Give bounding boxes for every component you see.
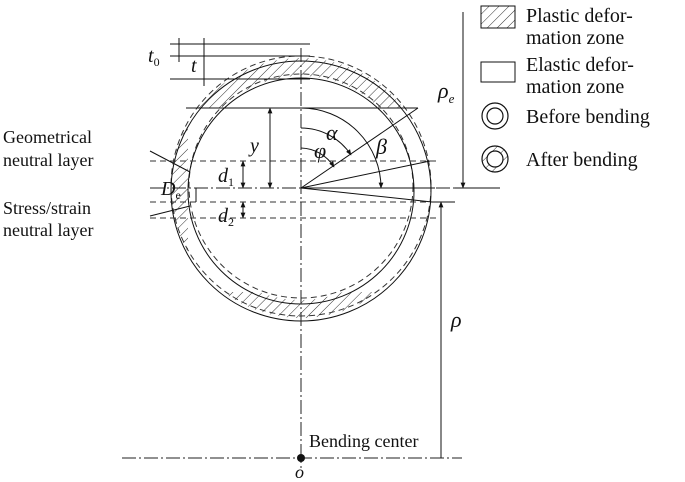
stress-label-line2: neutral layer xyxy=(3,220,93,240)
t-label: t xyxy=(191,55,197,77)
stress-leader xyxy=(149,205,191,217)
arc-beta xyxy=(300,107,384,189)
legend-elastic-line1: Elastic defor- xyxy=(526,54,634,76)
rho-e-label: ρe xyxy=(437,78,455,106)
legend-plastic-line1: Plastic defor- xyxy=(526,5,633,27)
de-label: De xyxy=(160,178,181,202)
legend-plastic-swatch xyxy=(480,5,516,29)
legend-after-label: After bending xyxy=(526,149,638,171)
beta-label: β xyxy=(375,134,387,159)
phi-label: φ xyxy=(314,138,326,163)
ray-lower xyxy=(300,187,433,203)
legend-elastic-swatch xyxy=(480,61,516,83)
d2-label: d2 xyxy=(218,205,234,229)
legend-elastic-line2: mation zone xyxy=(526,76,624,98)
d1-label: d1 xyxy=(218,165,234,189)
legend-after-icon xyxy=(481,145,509,173)
ray-alpha xyxy=(300,107,419,189)
bending-center-point xyxy=(297,454,305,462)
ray-beta xyxy=(300,160,431,189)
y-label: y xyxy=(248,135,259,157)
geometrical-leader xyxy=(149,150,191,173)
geometrical-label-line2: neutral layer xyxy=(3,150,93,170)
alpha-label: α xyxy=(326,120,338,145)
bending-center-label: Bending center xyxy=(309,431,418,451)
legend-before-icon xyxy=(481,102,509,130)
arc-alpha xyxy=(300,127,352,156)
legend-plastic-line2: mation zone xyxy=(526,27,624,49)
legend: Plastic defor- mation zone Elastic defor… xyxy=(480,5,650,173)
origin-label: o xyxy=(295,462,304,482)
legend-before-label: Before bending xyxy=(526,106,650,128)
t0-label: t0 xyxy=(148,45,160,69)
geometrical-label-line1: Geometrical xyxy=(3,127,92,147)
stress-label-line1: Stress/strain xyxy=(3,198,91,218)
rho-label: ρ xyxy=(450,307,462,332)
arc-phi xyxy=(300,147,335,168)
